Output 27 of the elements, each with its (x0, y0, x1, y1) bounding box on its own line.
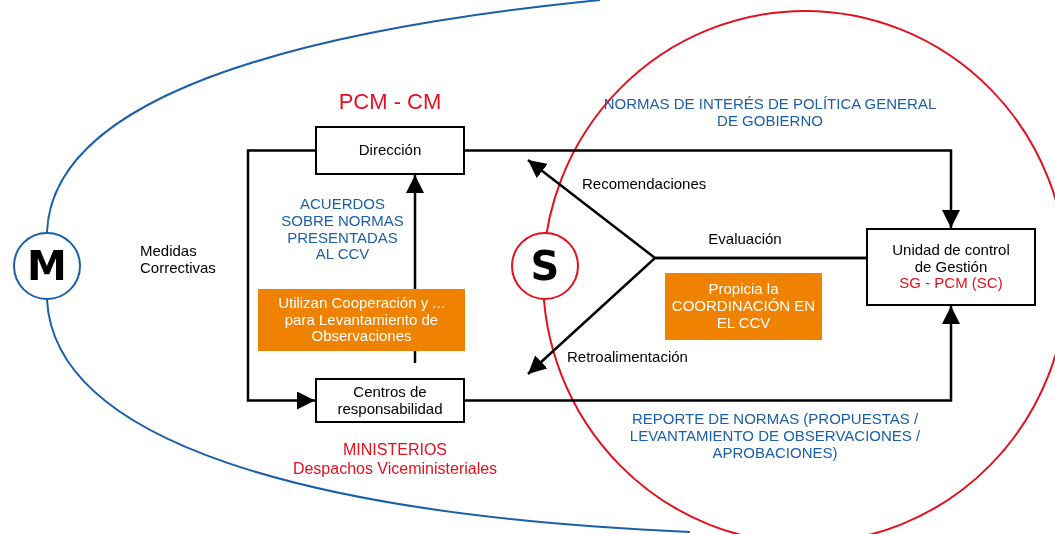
process-box (866, 228, 1036, 306)
arrow (246, 149, 315, 410)
arrow (465, 149, 960, 228)
node-label: Dirección (357, 142, 423, 159)
flow-label: Evaluación (707, 231, 783, 248)
band-label: Propicia la COORDINACIÓN EN EL CCV (670, 281, 817, 332)
edge-label: Recomendaciones (582, 176, 708, 193)
node-caption: MINISTERIOS (342, 441, 448, 459)
highlight-band (665, 273, 822, 340)
arrow (527, 256, 866, 375)
node-label: Unidad de control de Gestión (891, 241, 1011, 276)
node-label: Centros de responsabilidad (336, 383, 444, 418)
node-caption: Despachos Viceministeriales (291, 460, 499, 478)
edge-label: ACUERDOS SOBRE NORMAS PRESENTADAS AL CCV (280, 196, 405, 264)
process-box (315, 378, 465, 423)
process-box (315, 126, 465, 175)
edge-label: Retroalimentación (567, 349, 689, 366)
arrow (465, 306, 960, 402)
highlight-band (258, 289, 465, 351)
node-label: SG - PCM (SC) (898, 275, 1004, 293)
node-letter: M (27, 243, 67, 289)
edge-label: NORMAS DE INTERÉS DE POLÍTICA GENERAL DE GOBIERNO (602, 96, 938, 130)
node-caption: PCM - CM (337, 90, 443, 115)
node-letter: S (530, 243, 560, 289)
edge-label: REPORTE DE NORMAS (PROPUESTAS / LEVANTAMIENTO DE OBSERVACIONES / APROBACIONES) (628, 411, 922, 462)
edge-label: Medidas Correctivas (140, 243, 217, 277)
band-label: Utilizan Cooperación y ... para Levantamiento de Observaciones (277, 294, 446, 346)
